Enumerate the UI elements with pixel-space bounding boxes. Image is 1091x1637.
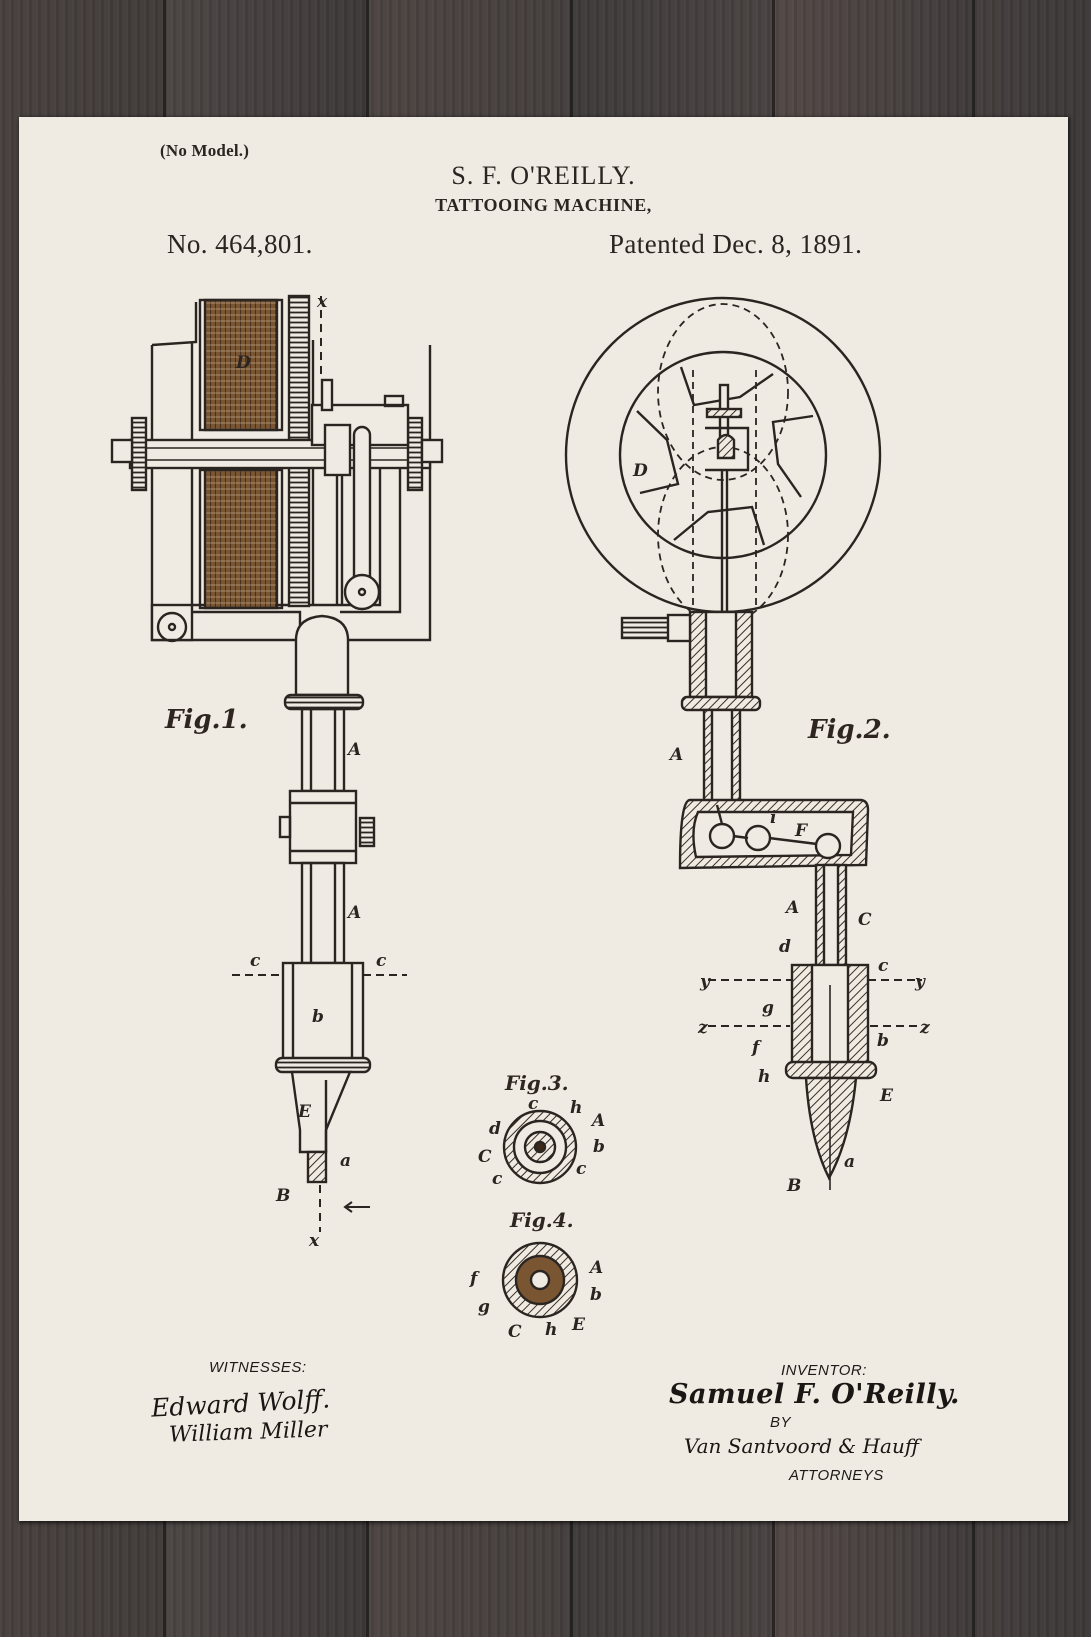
ref-label: b <box>590 1285 602 1305</box>
ref-label: x <box>316 292 328 312</box>
ref-label: D <box>235 353 251 373</box>
by-label: BY <box>770 1414 792 1431</box>
ref-label: A <box>668 745 683 765</box>
ref-label: b <box>593 1137 605 1157</box>
figure-1 <box>110 294 444 1232</box>
ref-label: B <box>786 1176 801 1196</box>
ref-label: h <box>758 1067 770 1087</box>
ref-label: c <box>492 1169 503 1189</box>
ref-label: c <box>878 956 889 976</box>
ref-label: D <box>632 461 648 481</box>
no-model-note: (No Model.) <box>160 141 250 160</box>
ref-label: i <box>770 808 776 828</box>
fig3-label: Fig.3. <box>504 1071 569 1095</box>
patent-title: TATTOOING MACHINE, <box>435 195 652 215</box>
ref-label: c <box>576 1159 587 1179</box>
ref-label: B <box>275 1186 290 1206</box>
ref-label: A <box>346 903 361 923</box>
ref-label: C <box>478 1147 492 1167</box>
ref-label: g <box>762 998 774 1018</box>
attorneys-label: ATTORNEYS <box>789 1467 884 1484</box>
figure-2 <box>564 296 922 1190</box>
ref-label: E <box>297 1102 312 1122</box>
ref-label: A <box>590 1111 605 1131</box>
witnesses-label: WITNESSES: <box>209 1359 307 1376</box>
ref-label: F <box>794 821 809 841</box>
ref-label: A <box>346 740 361 760</box>
ref-label: A <box>588 1258 603 1278</box>
ref-label: f <box>751 1038 762 1058</box>
patent-number: No. 464,801. <box>167 229 313 259</box>
ref-label: A <box>784 898 799 918</box>
inventor-label: INVENTOR: <box>781 1362 867 1379</box>
ref-label: c <box>376 951 387 971</box>
fig1-label: Fig.1. <box>164 705 248 735</box>
ref-label: f <box>469 1269 480 1289</box>
ref-label: y <box>914 972 926 992</box>
ref-label: x <box>308 1231 320 1251</box>
inventor-header: S. F. O'REILLY. <box>451 161 636 190</box>
ref-label: a <box>340 1151 351 1171</box>
patent-date: Patented Dec. 8, 1891. <box>609 229 863 259</box>
ref-label: C <box>508 1322 522 1342</box>
ref-label: C <box>858 910 872 930</box>
ref-label: E <box>879 1086 894 1106</box>
fig2-label: Fig.2. <box>807 715 891 745</box>
ref-label: h <box>570 1098 582 1118</box>
ref-label: g <box>478 1297 490 1317</box>
attorneys-signature: Van Santvoord & Hauff <box>684 1434 919 1458</box>
ref-label: b <box>877 1031 889 1051</box>
ref-label: h <box>545 1320 557 1340</box>
ref-label: a <box>844 1152 855 1172</box>
ref-label: c <box>250 951 261 971</box>
ref-label: d <box>779 937 791 957</box>
ref-label: c <box>528 1094 539 1114</box>
figure-3-4 <box>501 1109 579 1319</box>
fig4-label: Fig.4. <box>509 1208 574 1232</box>
ref-label: d <box>489 1119 501 1139</box>
ref-label: E <box>571 1315 586 1335</box>
ref-label: z <box>697 1018 708 1038</box>
ref-label: y <box>699 972 711 992</box>
inventor-signature: Samuel F. O'Reilly. <box>669 1379 960 1410</box>
ref-label: b <box>312 1007 324 1027</box>
ref-label: z <box>919 1018 930 1038</box>
